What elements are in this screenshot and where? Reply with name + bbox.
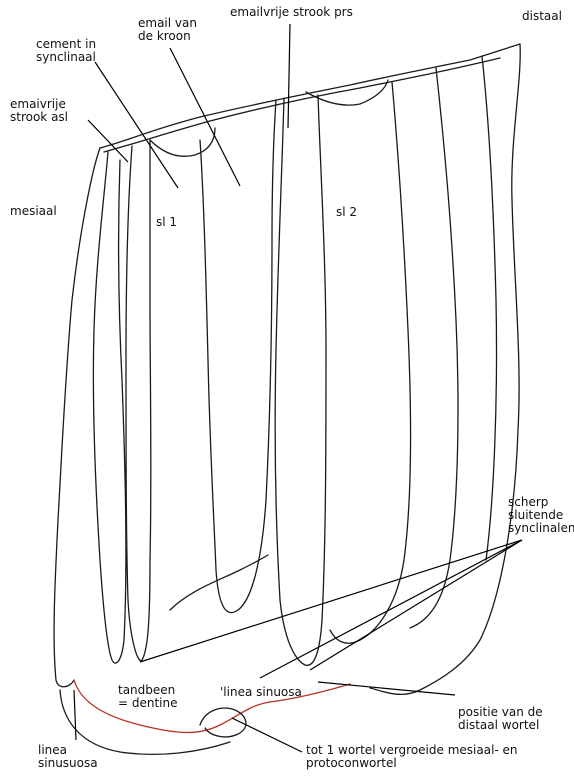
label-emailvrije-prs: emailvrije strook prs bbox=[230, 6, 353, 19]
label-email-line2: de kroon bbox=[138, 30, 197, 43]
leader-linea-sinusuosa bbox=[74, 690, 76, 740]
label-positie-line2: distaal wortel bbox=[458, 719, 543, 732]
leader-emailvrije-prs bbox=[288, 24, 290, 128]
label-tandbeen-line2: = dentine bbox=[118, 697, 178, 710]
synclinal-2 bbox=[275, 95, 326, 665]
label-scherp-sluitende: scherp sluitende synclinalen bbox=[508, 496, 574, 535]
label-tot-line2: protoconwortel bbox=[306, 757, 518, 770]
synclinal-1-cap bbox=[150, 128, 215, 156]
label-sl2: sl 2 bbox=[336, 206, 357, 219]
label-linea-sinusuosa: linea sinusuosa bbox=[38, 744, 98, 770]
lobe-distal bbox=[330, 82, 411, 643]
leader-email-kroon bbox=[170, 48, 240, 186]
label-email-van-de-kroon: email van de kroon bbox=[138, 17, 197, 43]
label-tot-1-wortel: tot 1 wortel vergroeide mesiaal- en prot… bbox=[306, 744, 518, 770]
label-linea-sinuosa-mid: 'linea sinuosa bbox=[220, 686, 302, 699]
lobe-middle bbox=[200, 100, 276, 613]
fold-mesial bbox=[93, 152, 126, 663]
label-positie-distaal: positie van de distaal wortel bbox=[458, 706, 543, 732]
label-emaivrije-asl: emaivrije strook asl bbox=[10, 98, 68, 124]
label-mesiaal: mesiaal bbox=[10, 205, 57, 218]
label-sl1-text: sl 1 bbox=[156, 215, 177, 229]
label-distaal: distaal bbox=[522, 10, 562, 23]
mesial-wall bbox=[54, 148, 100, 687]
label-tandbeen: tandbeen = dentine bbox=[118, 684, 178, 710]
label-sl1: sl 1 bbox=[156, 216, 177, 229]
root-loop bbox=[200, 708, 246, 737]
lobe-distal-outer bbox=[482, 56, 497, 560]
label-sinusuosa-line2: sinusuosa bbox=[38, 757, 98, 770]
leader-scherp-2 bbox=[310, 540, 522, 670]
label-sl2-text: sl 2 bbox=[336, 205, 357, 219]
leader-scherp-3 bbox=[260, 540, 522, 678]
lobe-distal-inner bbox=[410, 68, 458, 628]
label-distaal-text: distaal bbox=[522, 9, 562, 23]
label-mesiaal-text: mesiaal bbox=[10, 204, 57, 218]
leader-tot-1-wortel bbox=[232, 718, 302, 752]
leader-scherp-1 bbox=[140, 540, 522, 662]
synclinal-1 bbox=[126, 140, 151, 661]
label-linea-sinuosa-text: 'linea sinuosa bbox=[220, 685, 302, 699]
label-cement-line2: synclinaal bbox=[36, 51, 96, 64]
distal-wall bbox=[370, 44, 520, 694]
label-emaivrije-line2: strook asl bbox=[10, 111, 68, 124]
leader-cement bbox=[95, 62, 178, 188]
label-scherp-line3: synclinalen bbox=[508, 522, 574, 535]
root-outline bbox=[74, 680, 350, 733]
label-cement-in-synclinaal: cement in synclinaal bbox=[36, 38, 96, 64]
occlusal-edge bbox=[100, 44, 520, 148]
label-emailvrije-prs-text: emailvrije strook prs bbox=[230, 5, 353, 19]
